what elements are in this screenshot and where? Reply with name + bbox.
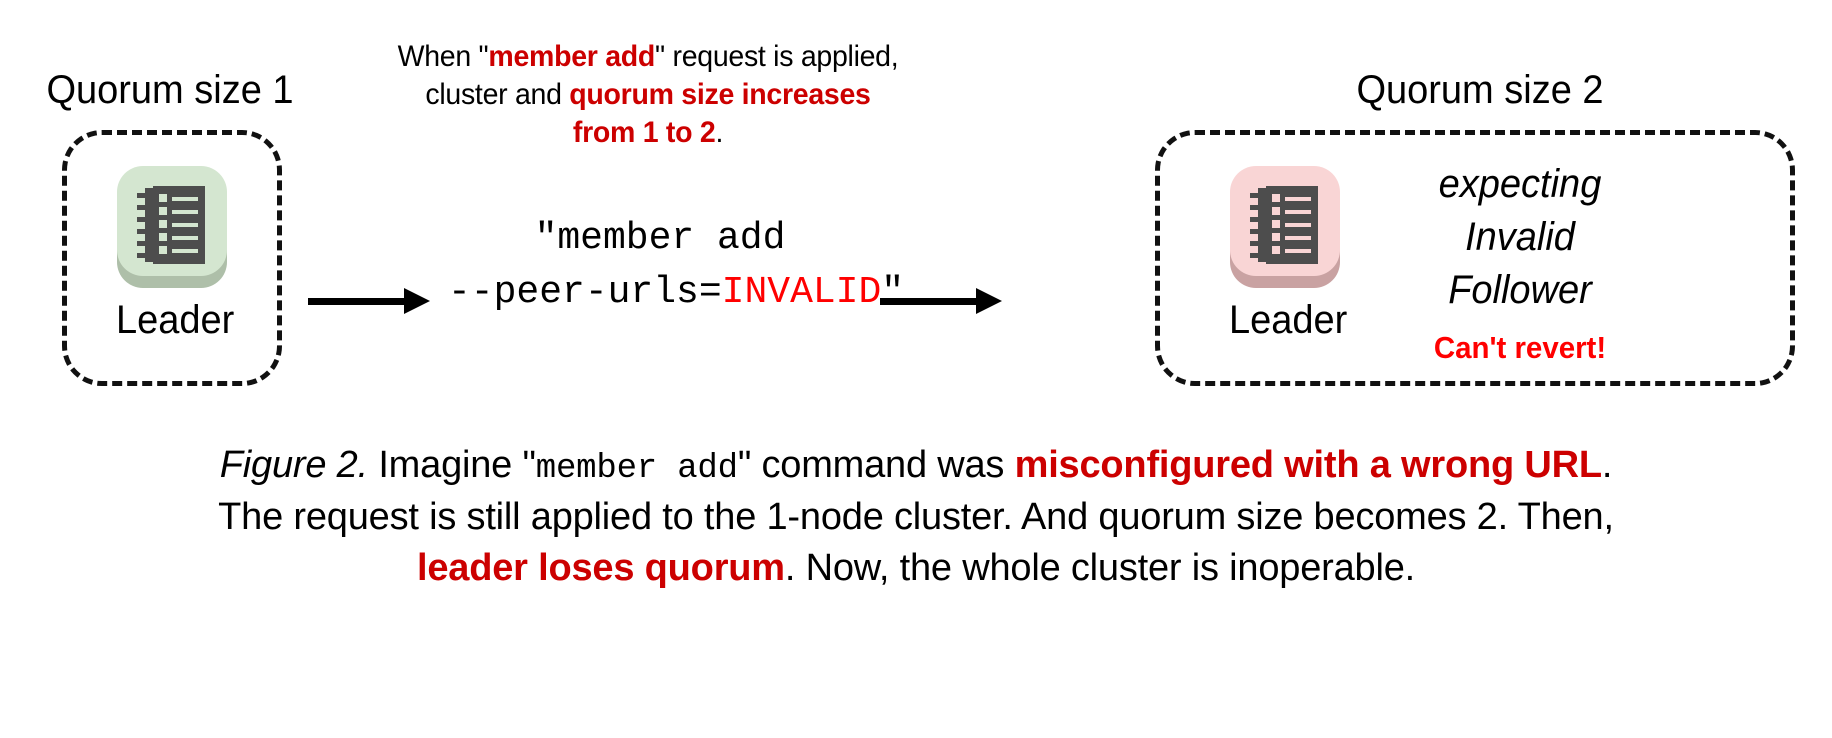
right-node-label: Leader xyxy=(1228,298,1348,342)
arrow-shaft xyxy=(880,298,976,305)
caption-l1-a: Imagine " xyxy=(367,444,536,486)
follower-status-text: expecting Invalid Follower xyxy=(1400,158,1640,316)
command-line-1: "member add xyxy=(534,217,786,260)
top-note-l3-post: . xyxy=(715,116,724,150)
command-text: "member add --peer-urls=INVALID" xyxy=(448,212,904,320)
top-annotation-line-3: from 1 to 2. xyxy=(367,114,929,152)
command-invalid-token: INVALID xyxy=(721,270,882,314)
top-note-l2-emphasis: quorum size increases xyxy=(569,78,871,112)
arrow-head xyxy=(976,288,1002,314)
figure-caption: Figure 2. Imagine "member add" command w… xyxy=(60,440,1772,593)
caption-mono-command: member add xyxy=(535,450,738,488)
caption-figure-label: Figure 2. xyxy=(219,444,368,486)
right-cluster-node: Leader xyxy=(1226,166,1348,343)
top-annotation: When "member add" request is applied, cl… xyxy=(352,38,944,152)
arrow-right-icon-left xyxy=(308,288,430,314)
status-line-2: Invalid xyxy=(1465,214,1575,259)
top-annotation-line-2: cluster and quorum size increases xyxy=(367,76,929,114)
top-note-l3-emphasis: from 1 to 2 xyxy=(572,116,716,150)
notebook-node-icon xyxy=(113,166,231,288)
left-cluster-title: Quorum size 1 xyxy=(46,68,294,112)
caption-line-1: Figure 2. Imagine "member add" command w… xyxy=(60,440,1772,492)
caption-line-3: leader loses quorum. Now, the whole clus… xyxy=(60,543,1772,594)
caption-emphasis-misconfigured: misconfigured with a wrong URL xyxy=(1014,444,1602,486)
status-line-3: Follower xyxy=(1448,267,1592,312)
caption-l1-b: " command was xyxy=(737,444,1015,486)
caption-emphasis-leader-loses-quorum: leader loses quorum xyxy=(417,546,785,589)
caption-l3-post: . Now, the whole cluster is inoperable. xyxy=(784,546,1415,589)
top-note-l1-post: " request is applied, xyxy=(655,40,899,73)
command-l2-pre: --peer-urls= xyxy=(448,270,722,314)
node-icon-glyph xyxy=(137,186,205,264)
arrow-right-icon-right xyxy=(880,288,1002,314)
top-note-l1-emphasis: member add xyxy=(488,40,656,73)
top-note-l1-pre: When " xyxy=(397,40,489,73)
right-cluster-title: Quorum size 2 xyxy=(1356,68,1604,112)
caption-l1-c: . xyxy=(1601,444,1613,486)
caption-line-2: The request is still applied to the 1-no… xyxy=(218,496,1614,539)
node-icon-glyph xyxy=(1250,186,1318,264)
notebook-node-icon xyxy=(1226,166,1344,288)
arrow-shaft xyxy=(308,298,404,305)
top-note-l2-pre: cluster and xyxy=(425,78,570,112)
cant-revert-warning: Can't revert! xyxy=(1433,330,1607,365)
status-line-1: expecting xyxy=(1438,162,1602,206)
top-annotation-line-1: When "member add" request is applied, xyxy=(367,38,929,76)
left-cluster-node: Leader xyxy=(113,166,235,343)
command-line-2: --peer-urls=INVALID" xyxy=(448,266,904,320)
left-node-label: Leader xyxy=(115,298,235,342)
arrow-head xyxy=(404,288,430,314)
